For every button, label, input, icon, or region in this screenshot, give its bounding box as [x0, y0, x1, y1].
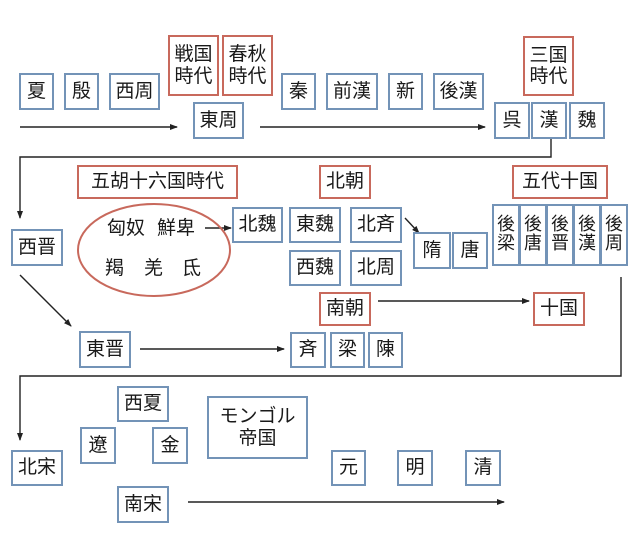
arrow-three-kingdoms-to-western-jin — [17, 138, 552, 219]
tribe-di: 氐 — [182, 257, 202, 279]
dynasty-northern-qi: 北斉 — [350, 207, 402, 243]
dynasty-liang: 梁 — [330, 332, 365, 368]
dynasty-northern-zhou: 北周 — [350, 250, 402, 286]
dynasty-southern-song: 南宋 — [117, 486, 169, 523]
dynasty-northern-wei: 北魏 — [232, 207, 283, 243]
dynasty-southern-qi: 斉 — [290, 332, 326, 368]
tribe-jie: 羯 — [105, 257, 125, 279]
period-spring-autumn: 春秋 時代 — [222, 35, 273, 96]
dynasty-jin-jurchen: 金 — [152, 427, 188, 464]
state-shu-han: 漢 — [531, 102, 567, 139]
arrow-five-dynasties-to-northern-song — [17, 277, 622, 441]
period-ten-kingdoms: 十国 — [533, 292, 585, 326]
dynasty-later-han: 後 漢 — [573, 204, 601, 266]
dynasty-yuan: 元 — [331, 450, 366, 486]
dynasty-eastern-jin: 東晋 — [79, 331, 131, 368]
dynasty-later-zhou: 後 周 — [600, 204, 628, 266]
dynasty-western-wei: 西魏 — [289, 250, 341, 286]
dynasty-eastern-zhou: 東周 — [193, 102, 244, 139]
tribe-xianbei: 鮮卑 — [157, 217, 196, 239]
state-wei: 魏 — [569, 102, 605, 139]
dynasty-yin: 殷 — [64, 73, 99, 110]
arrow-northern-qi-to-sui — [404, 217, 420, 234]
dynasty-qin: 秦 — [281, 73, 316, 110]
dynasty-later-jin: 後 晋 — [546, 204, 574, 266]
dynasty-later-tang: 後 唐 — [519, 204, 547, 266]
dynasty-later-liang: 後 梁 — [492, 204, 520, 266]
dynasty-sui: 隋 — [413, 232, 451, 269]
dynasty-xin: 新 — [388, 73, 423, 110]
period-five-dynasties-ten-kingdoms: 五代十国 — [512, 165, 608, 199]
dynasty-former-han: 前漢 — [326, 73, 378, 110]
state-wu: 呉 — [494, 102, 530, 139]
dynasty-qing: 清 — [465, 450, 501, 486]
dynasty-western-zhou: 西周 — [109, 73, 160, 110]
dynasty-western-xia: 西夏 — [117, 386, 169, 422]
tribe-xiongnu: 匈奴 — [107, 217, 146, 239]
dynasty-xia: 夏 — [19, 73, 54, 110]
dynasty-mongol-empire: モンゴル 帝国 — [207, 396, 308, 459]
dynasty-tang: 唐 — [452, 232, 488, 269]
period-warring-states: 戦国 時代 — [168, 35, 219, 96]
dynasty-northern-song: 北宋 — [11, 450, 63, 486]
dynasty-western-jin: 西晋 — [11, 229, 63, 266]
dynasty-eastern-wei: 東魏 — [289, 207, 341, 243]
dynasty-later-han: 後漢 — [433, 73, 484, 110]
period-sixteen-kingdoms: 五胡十六国時代 — [77, 165, 238, 199]
five-barbarians-ellipse — [77, 203, 231, 297]
arrow-western-jin-to-eastern-jin — [19, 274, 72, 327]
period-southern-dynasties: 南朝 — [319, 292, 371, 326]
period-three-kingdoms: 三国 時代 — [523, 36, 574, 96]
dynasty-ming: 明 — [397, 450, 433, 486]
period-northern-dynasties: 北朝 — [319, 165, 371, 199]
dynasty-liao: 遼 — [80, 427, 116, 464]
tribe-qiang: 羌 — [144, 257, 164, 279]
dynasty-chen: 陳 — [368, 332, 403, 368]
